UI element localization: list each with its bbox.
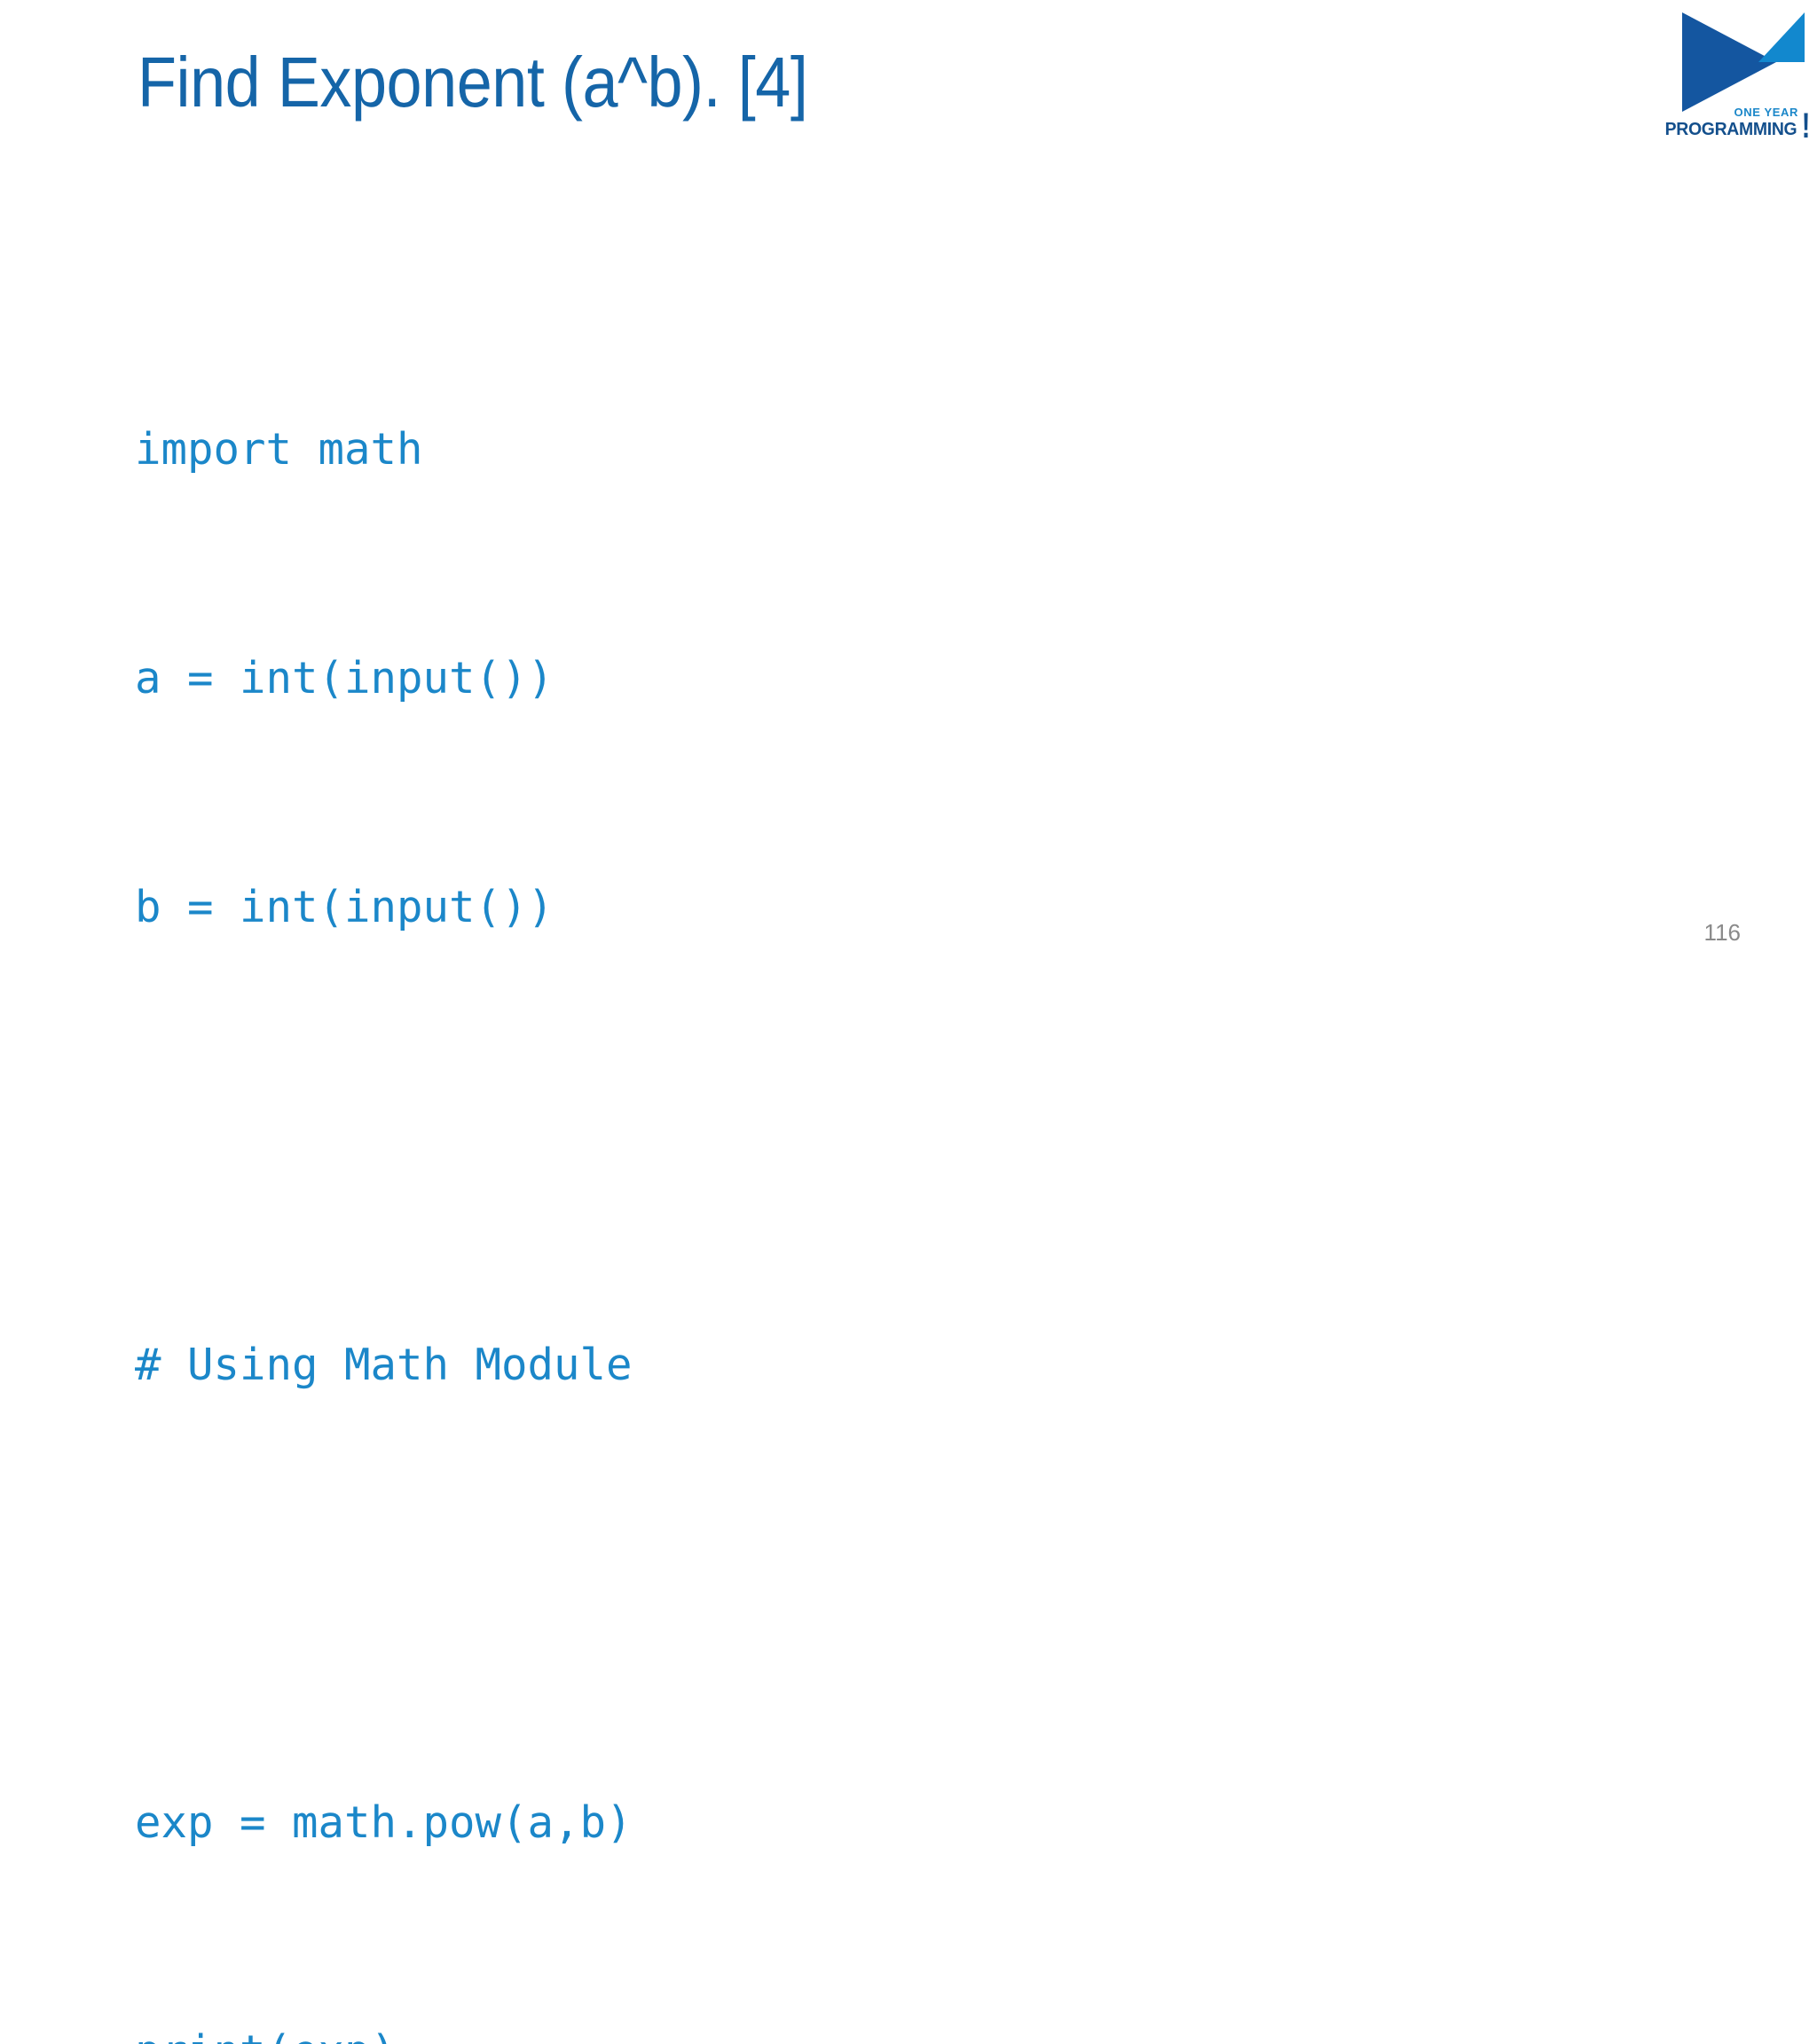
page-title: Find Exponent (a^b). [4] bbox=[138, 43, 808, 122]
logo-wordmark: ONE YEAR PROGRAMMING ! bbox=[1664, 106, 1810, 149]
code-line: # Using Math Module bbox=[135, 1340, 633, 1390]
code-line: b = int(input()) bbox=[135, 882, 555, 932]
code-line: exp = math.pow(a,b) bbox=[135, 1797, 633, 1848]
logo-mark-icon bbox=[1682, 12, 1805, 112]
code-block: import math a = int(input()) b = int(inp… bbox=[135, 259, 633, 2044]
slide-canvas: Find Exponent (a^b). [4] import math a =… bbox=[135, 7, 1810, 2044]
page-number: 116 bbox=[1703, 919, 1741, 946]
code-line: print(exp) bbox=[135, 2014, 633, 2044]
code-line: a = int(input()) bbox=[135, 653, 555, 704]
code-line: import math bbox=[135, 424, 423, 475]
logo-exclamation: ! bbox=[1801, 106, 1810, 145]
brand-logo: ONE YEAR PROGRAMMING ! bbox=[1664, 7, 1810, 149]
logo-tagline: ONE YEAR bbox=[1734, 106, 1798, 119]
code-line-blank bbox=[135, 1556, 633, 1632]
logo-name: PROGRAMMING bbox=[1664, 120, 1797, 139]
code-line-blank bbox=[135, 1098, 633, 1175]
